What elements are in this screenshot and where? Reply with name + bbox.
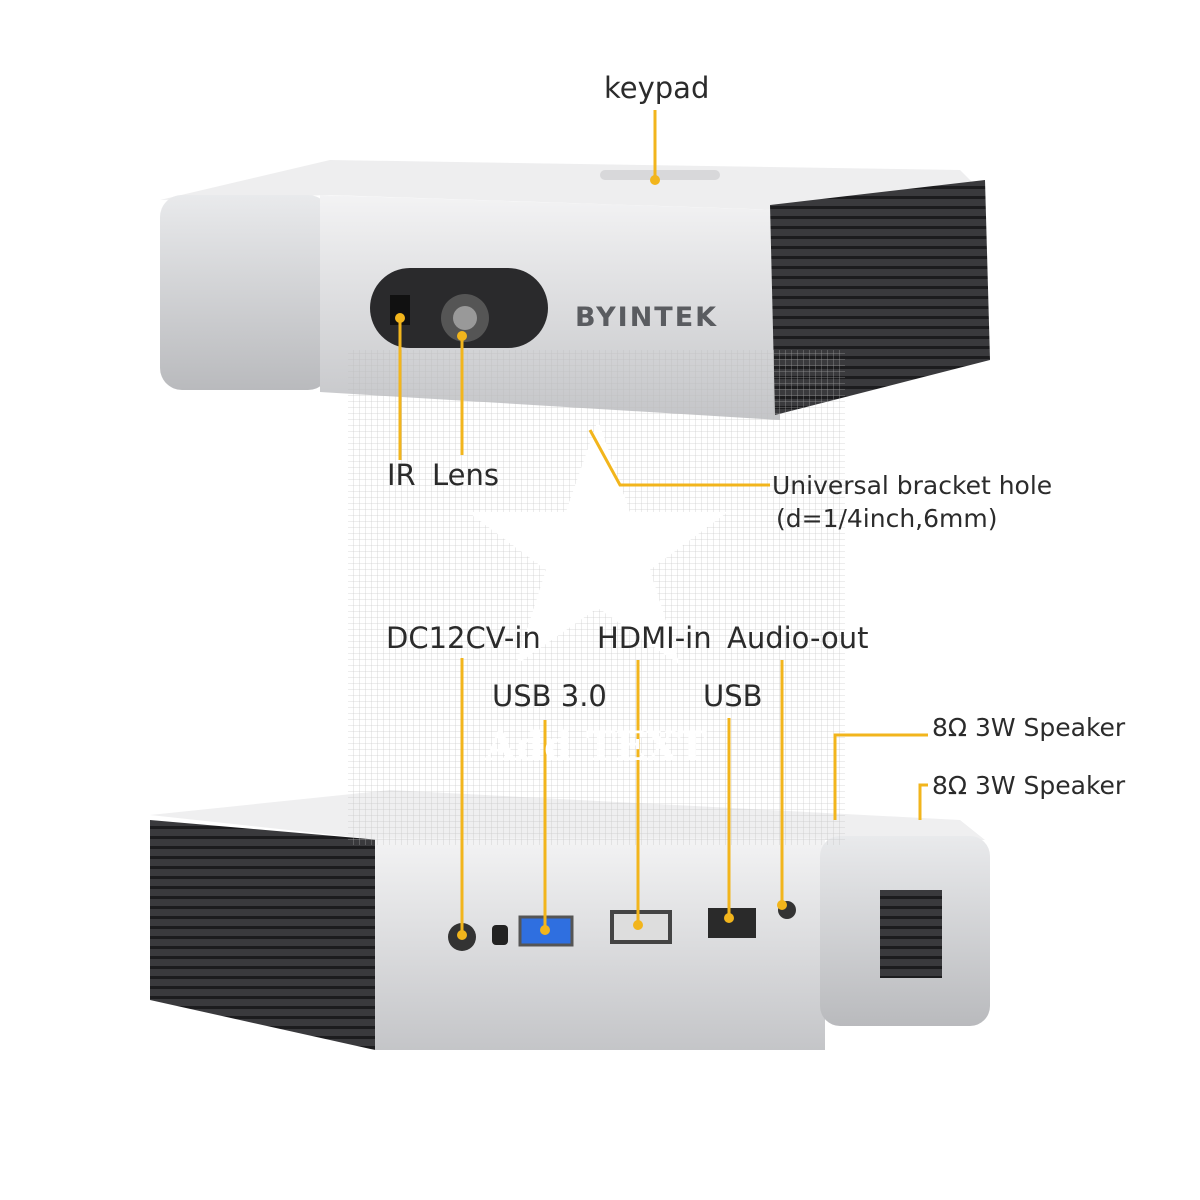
brand-logo: BYINTEK: [575, 302, 718, 333]
label-dc-in: DC12CV-in: [386, 621, 541, 655]
callout-lines: [398, 110, 928, 935]
label-usb3: USB 3.0: [492, 679, 607, 713]
label-lens: Lens: [432, 458, 499, 492]
watermark-text: Add TEXT: [484, 723, 707, 770]
label-keypad: keypad: [604, 71, 709, 105]
label-speaker-2: 8Ω 3W Speaker: [932, 771, 1126, 800]
label-audio-out: Audio-out: [727, 621, 868, 655]
keypad-buttons: [600, 170, 720, 180]
label-bracket-hole: Universal bracket hole: [772, 471, 1052, 500]
label-speaker-1: 8Ω 3W Speaker: [932, 713, 1126, 742]
usb-port: [708, 908, 756, 938]
speaker-grille: [880, 890, 942, 978]
usb-c-port: [492, 925, 508, 945]
star-icon: [468, 420, 728, 665]
watermark-background: [348, 350, 845, 845]
label-bracket-hole-size: (d=1/4inch,6mm): [776, 504, 998, 533]
label-hdmi-in: HDMI-in: [597, 621, 712, 655]
label-ir: IR: [387, 458, 416, 492]
label-usb: USB: [703, 679, 763, 713]
vent-grille-side: [150, 820, 380, 1050]
